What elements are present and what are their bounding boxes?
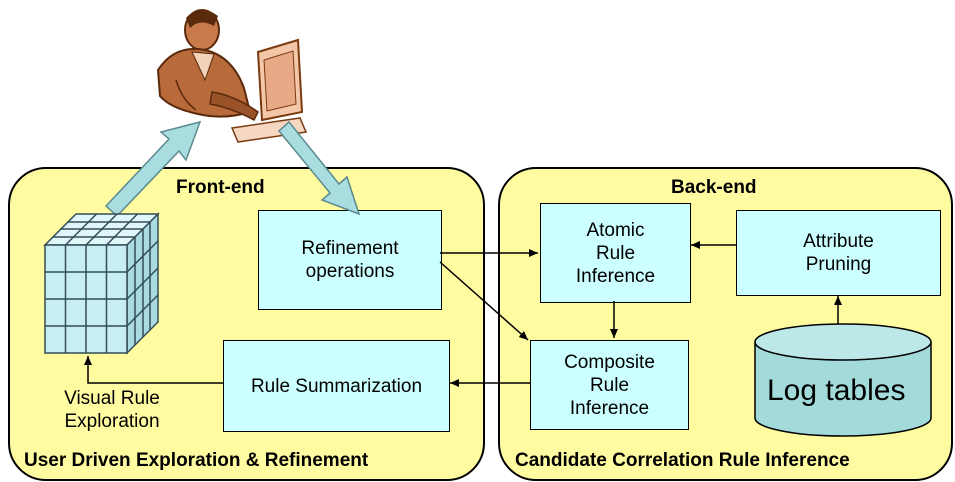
frontend-title: Front-end <box>176 177 265 198</box>
composite-rule-inference-box: Composite Rule Inference <box>530 340 689 430</box>
up-arrow-to-user <box>104 120 202 218</box>
data-cube-icon <box>43 212 160 355</box>
backend-title: Back-end <box>671 177 757 198</box>
arrow-refinement-to-composite <box>439 261 529 341</box>
atomic-rule-inference-box: Atomic Rule Inference <box>540 203 691 303</box>
visual-rule-exploration-caption: Visual Rule Exploration <box>64 388 160 432</box>
frontend-footer: User Driven Exploration & Refinement <box>24 450 369 471</box>
log-tables-cylinder-icon <box>754 323 932 437</box>
user-at-computer-icon <box>156 9 308 143</box>
backend-footer: Candidate Correlation Rule Inference <box>515 450 850 471</box>
attribute-pruning-box: Attribute Pruning <box>736 210 941 296</box>
refinement-operations-box: Refinement operations <box>258 210 442 310</box>
arrow-summarization-to-cube <box>84 356 223 384</box>
down-arrow-from-user <box>277 120 361 216</box>
rule-summarization-box: Rule Summarization <box>223 340 450 432</box>
log-tables-label: Log tables <box>767 374 906 407</box>
